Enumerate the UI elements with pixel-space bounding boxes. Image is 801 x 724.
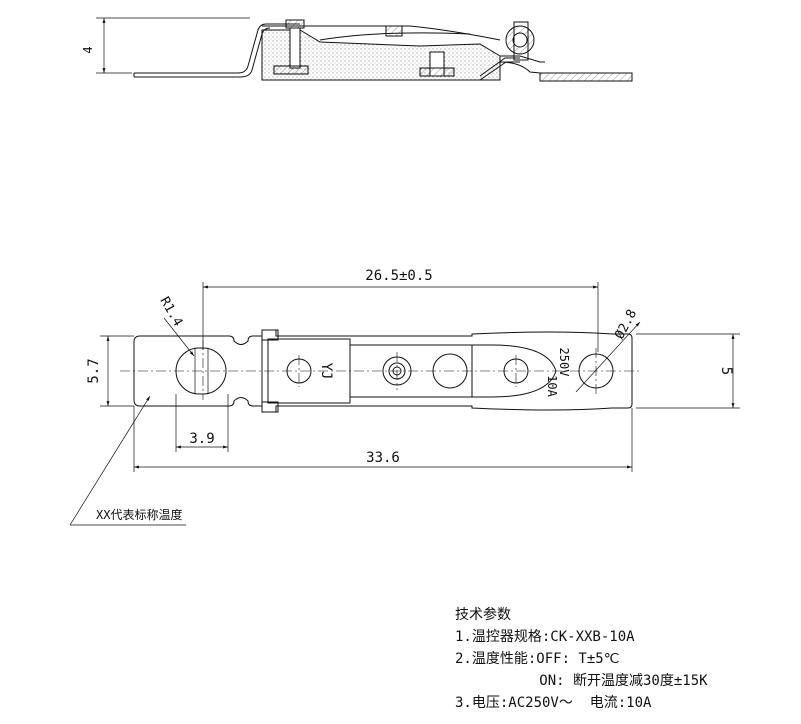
dim-radius: R1.4: [157, 295, 186, 330]
dim-width-right: 5: [718, 367, 734, 375]
dim-slot-offset: 3.9: [189, 431, 214, 447]
specs-line-temperature-on: ON: 断开温度减30度±15K: [455, 673, 708, 689]
specs-title: 技术参数: [455, 607, 511, 623]
dim-width-left: 5.7: [86, 358, 102, 383]
side-view: 4: [81, 17, 633, 82]
marking-voltage: 250V: [557, 348, 571, 377]
dim-hole-diameter: Ø2.8: [612, 307, 640, 342]
top-view: 26.5±0.5 R1.4: [69, 268, 740, 526]
callout-note: XX代表标称温度: [96, 507, 182, 522]
marking-brand: YJ: [318, 363, 334, 380]
technical-specs: 技术参数 1.温控器规格:CK-XXB-10A 2.温度性能:OFF: T±5℃…: [455, 604, 708, 714]
dim-total-length: 33.6: [366, 450, 400, 466]
specs-line-electrical: 3.电压:AC250V～ 电流:10A: [455, 695, 652, 711]
marking-current: 10A: [545, 375, 559, 397]
dim-side-height: 4: [81, 46, 95, 53]
dim-overall-pitch: 26.5±0.5: [365, 268, 432, 284]
specs-line-temperature-off: 2.温度性能:OFF: T±5℃: [455, 651, 620, 667]
specs-line-model: 1.温控器规格:CK-XXB-10A: [455, 629, 635, 645]
